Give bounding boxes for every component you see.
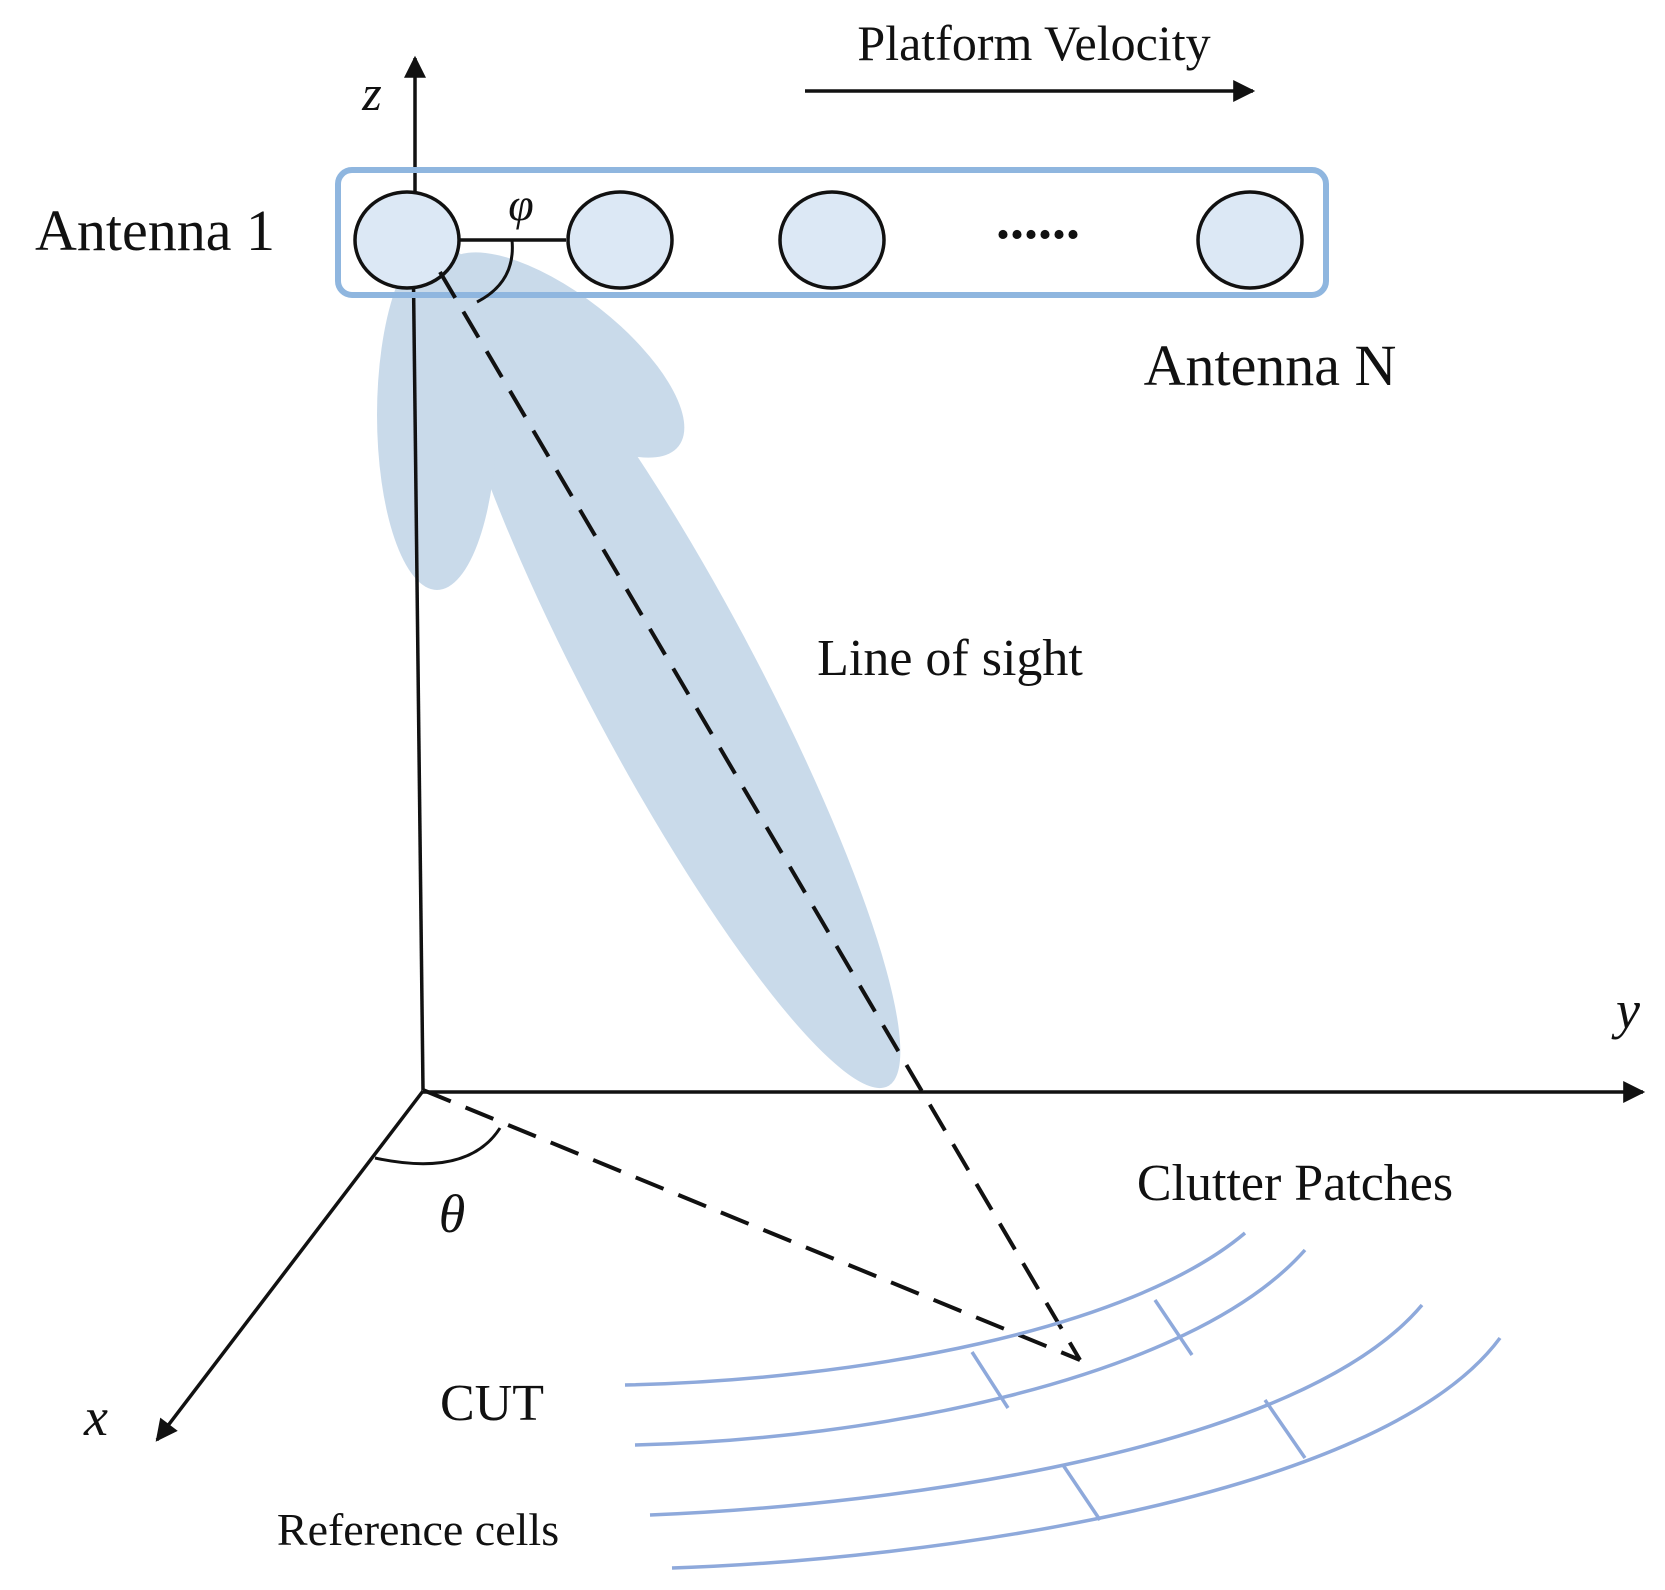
theta-angle-arc <box>374 1127 502 1166</box>
reference-cells-label: Reference cells <box>277 1504 559 1555</box>
clutter-ring-3 <box>649 1303 1424 1517</box>
side-lobe-right <box>439 252 685 458</box>
line-of-sight-label: Line of sight <box>817 630 1083 687</box>
antenna-elements <box>353 190 1304 290</box>
cell-boundary-4 <box>1263 1399 1307 1459</box>
phi-label: φ <box>508 179 533 230</box>
phi-angle-arc <box>476 239 514 304</box>
line-of-sight <box>438 270 1082 1362</box>
clutter-rings <box>624 1231 1502 1570</box>
clutter-patches-label: Clutter Patches <box>1137 1155 1453 1212</box>
antenna-ellipsis: ...... <box>996 189 1080 251</box>
theta-label: θ <box>439 1184 466 1244</box>
antenna-1-label: Antenna 1 <box>35 198 275 263</box>
antenna-n-label: Antenna N <box>1144 333 1397 398</box>
antenna-element-3 <box>778 190 886 290</box>
antenna-element-2 <box>566 190 674 290</box>
antenna-element-1 <box>353 190 461 290</box>
x-axis-arrow <box>155 1089 425 1442</box>
cell-boundary-3 <box>1061 1464 1102 1521</box>
cell-boundary-2 <box>1153 1299 1194 1356</box>
y-axis-label: y <box>1611 980 1640 1040</box>
ground-projection-line <box>422 1088 1081 1362</box>
cell-boundary-1 <box>970 1351 1010 1409</box>
antenna-element-n <box>1196 190 1304 290</box>
antenna-array-frame <box>335 167 1329 298</box>
cut-label: CUT <box>440 1375 544 1432</box>
clutter-ring-2 <box>634 1248 1307 1447</box>
z-axis-line <box>411 239 425 1091</box>
platform-velocity-label: Platform Velocity <box>857 15 1210 71</box>
z-axis-label: z <box>361 65 381 121</box>
side-lobe-down <box>377 240 497 590</box>
x-axis-label: x <box>83 1387 108 1447</box>
clutter-ring-1 <box>624 1231 1247 1387</box>
clutter-ring-4 <box>671 1336 1502 1570</box>
